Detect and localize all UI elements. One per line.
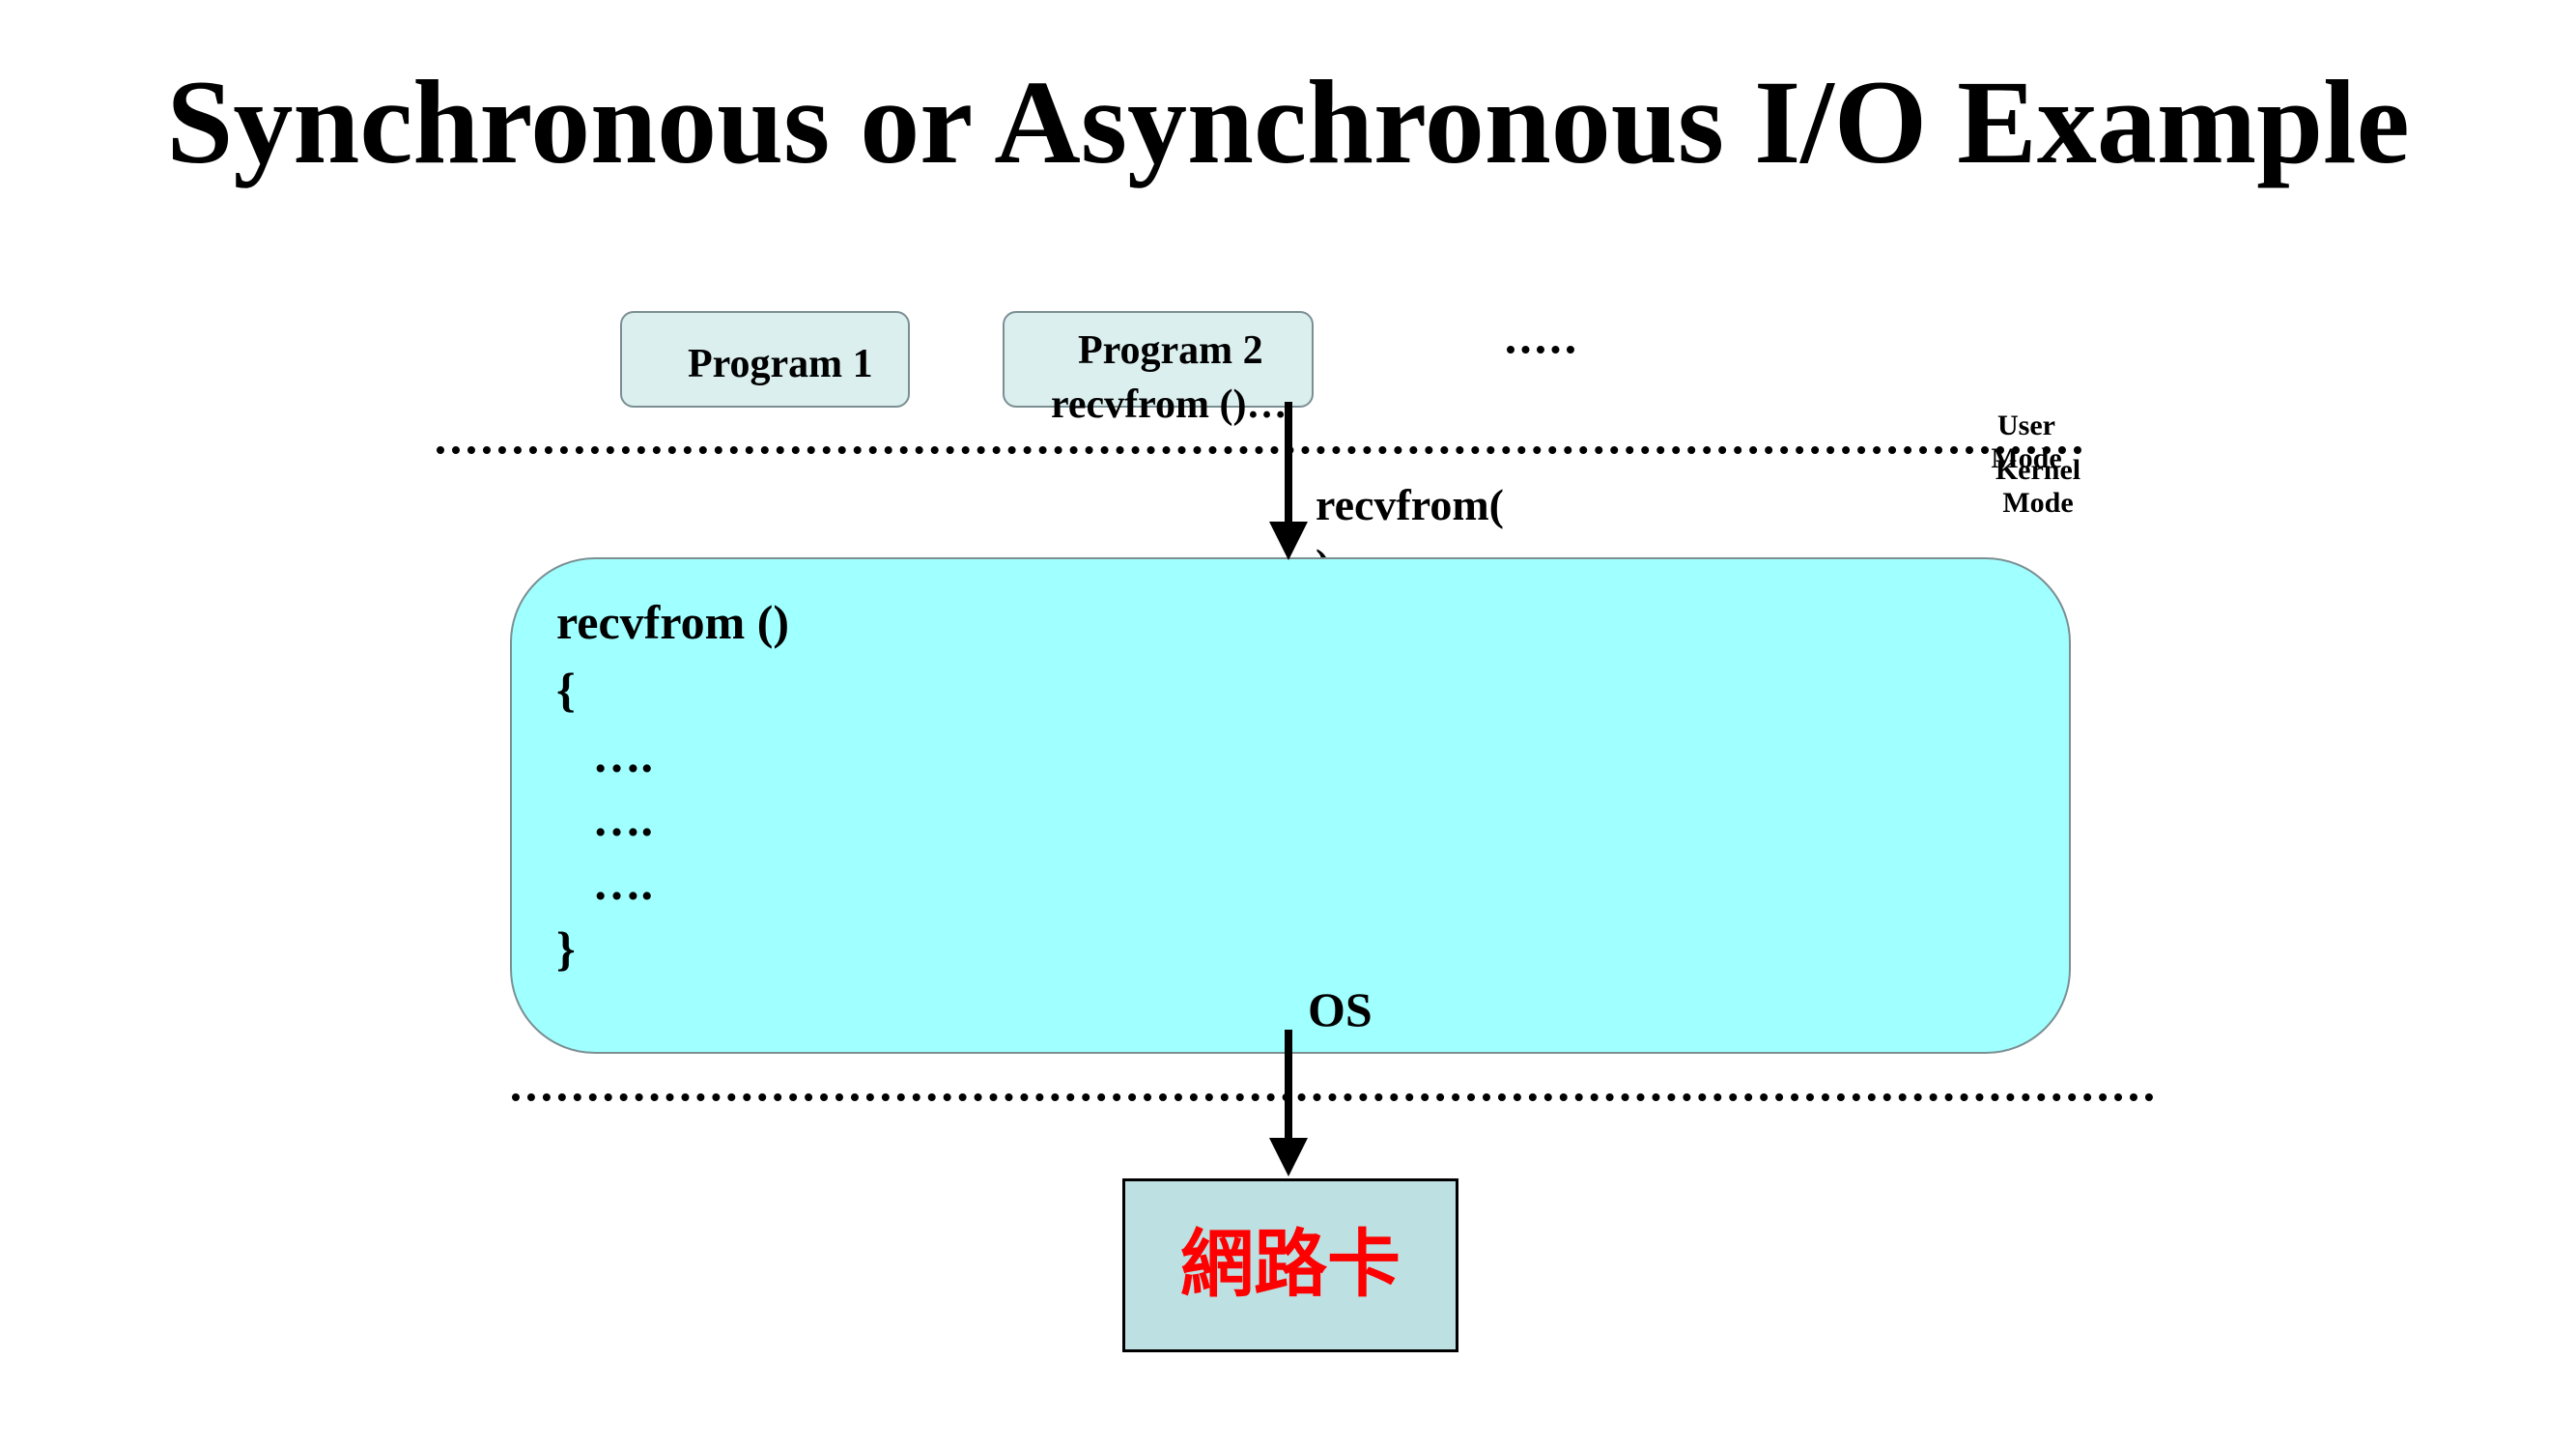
os-box <box>510 557 2071 1054</box>
user-mode-label: User Mode <box>1982 410 2071 475</box>
kernel-hardware-boundary-line <box>512 1093 2154 1101</box>
os-code-line: { <box>556 663 576 717</box>
program-2-box <box>1003 311 1314 408</box>
program-2-call-label: recvfrom ()… <box>1051 382 1288 427</box>
page-title: Synchronous or Asynchronous I/O Example <box>166 56 2410 188</box>
os-code-line: …. <box>556 856 654 910</box>
os-code-line: …. <box>556 792 654 846</box>
kernel-mode-text: Kernel Mode <box>1995 454 2081 519</box>
os-code-line: …. <box>556 728 654 782</box>
network-card-box <box>1122 1178 1458 1352</box>
network-card-label: 網路卡 <box>1180 1221 1401 1307</box>
program-1-label: Program 1 <box>688 342 873 386</box>
ellipsis-dash <box>1507 346 1574 354</box>
program-2-label: Program 2 <box>1078 328 1263 373</box>
os-code-line: recvfrom () <box>556 595 790 649</box>
user-mode-text: User Mode <box>1991 410 2062 474</box>
os-code-line: } <box>556 921 576 976</box>
kernel-mode-label: Kernel Mode <box>1986 454 2090 520</box>
user-kernel-boundary-line <box>437 446 2082 454</box>
os-label: OS <box>1308 982 1373 1036</box>
program-1-box <box>620 311 910 408</box>
